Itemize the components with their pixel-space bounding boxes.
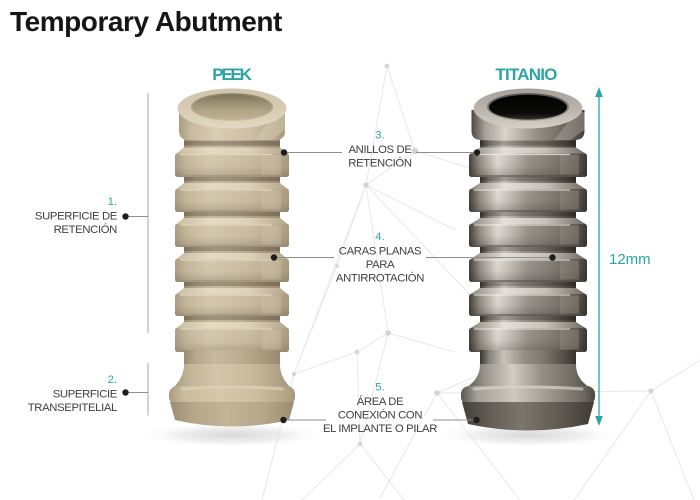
- svg-text:ANTIRROTACIÓN: ANTIRROTACIÓN: [336, 272, 424, 285]
- svg-text:RETENCIÓN: RETENCIÓN: [54, 223, 118, 236]
- svg-text:RETENCIÓN: RETENCIÓN: [348, 157, 412, 170]
- svg-text:ÁREA DE: ÁREA DE: [357, 395, 404, 408]
- svg-text:4.: 4.: [375, 231, 384, 243]
- svg-text:PEEK: PEEK: [212, 65, 252, 84]
- svg-text:2.: 2.: [108, 374, 117, 386]
- svg-text:5.: 5.: [375, 382, 384, 394]
- svg-text:SUPERFICIE DE: SUPERFICIE DE: [35, 211, 118, 223]
- svg-text:CONEXIÓN CON: CONEXIÓN CON: [338, 409, 422, 422]
- svg-text:EL IMPLANTE O PILAR: EL IMPLANTE O PILAR: [323, 423, 437, 435]
- svg-text:ANILLOS DE: ANILLOS DE: [348, 144, 412, 156]
- svg-text:TRANSEPITELIAL: TRANSEPITELIAL: [28, 402, 117, 414]
- svg-text:1.: 1.: [108, 196, 117, 208]
- svg-text:CARAS PLANAS: CARAS PLANAS: [339, 246, 422, 258]
- svg-text:Temporary Abutment: Temporary Abutment: [10, 6, 282, 37]
- svg-text:3.: 3.: [375, 130, 384, 142]
- svg-text:TITANIO: TITANIO: [495, 65, 557, 84]
- svg-text:PARA: PARA: [366, 259, 395, 271]
- svg-text:SUPERFICIE: SUPERFICIE: [53, 389, 118, 401]
- svg-text:12mm: 12mm: [609, 251, 651, 268]
